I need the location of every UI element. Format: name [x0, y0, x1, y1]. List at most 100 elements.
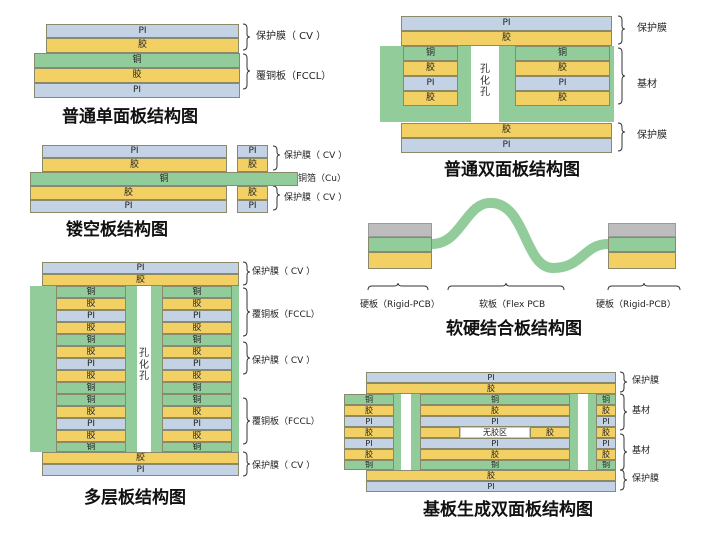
- copper-layer: 铜: [56, 382, 126, 394]
- coverlay-label: 保护膜: [632, 376, 660, 386]
- pi-layer: PI: [162, 358, 232, 370]
- copper-layer: 铜: [56, 286, 126, 298]
- coverlay-label: 保护膜（ CV ）: [284, 151, 348, 161]
- pi-layer: PI: [420, 416, 570, 427]
- pi-layer: PI: [401, 16, 612, 31]
- copper-layer: 铜: [344, 460, 394, 470]
- glue-layer: 胶: [56, 430, 126, 442]
- glue-layer: 胶: [42, 274, 239, 286]
- pi-layer: PI: [403, 76, 458, 91]
- glue-layer: 胶: [515, 91, 610, 106]
- glue-layer: 胶: [162, 406, 232, 418]
- glue-layer: 胶: [46, 38, 239, 53]
- copper-layer: 铜: [162, 394, 232, 406]
- pi-layer: PI: [596, 416, 616, 427]
- copper-layer: 铜: [56, 442, 126, 452]
- glue-layer: 胶: [596, 449, 616, 460]
- coverlay-label: 保护膜（ CV ）: [284, 193, 348, 203]
- copper-foil-layer: 铜: [30, 172, 298, 186]
- plated-hole-left: [401, 394, 411, 470]
- copper-layer: 铜: [162, 382, 232, 394]
- pi-layer: PI: [162, 418, 232, 430]
- glue-layer: 胶: [403, 61, 458, 76]
- rigid-top-layer: [608, 223, 676, 237]
- rigid-top-layer: [368, 223, 432, 237]
- pi-layer: PI: [344, 416, 394, 427]
- coverlay-label: 保护膜（ CV ）: [252, 461, 316, 471]
- copper-layer: 铜: [56, 334, 126, 346]
- glue-layer: 胶: [56, 298, 126, 310]
- copper-layer: [368, 237, 432, 252]
- glue-layer: 胶: [162, 370, 232, 382]
- plated-hole-right: [578, 394, 588, 470]
- glue-layer: [368, 252, 432, 269]
- glue-layer: 胶: [401, 31, 612, 46]
- pi-layer: PI: [401, 138, 612, 153]
- glue-layer: 胶: [42, 452, 239, 464]
- substrate-label: 基材: [637, 79, 657, 90]
- glue-layer: 胶: [56, 406, 126, 418]
- pi-layer: PI: [56, 418, 126, 430]
- pi-layer: PI: [56, 310, 126, 322]
- double-sided-title: 普通双面板结构图: [444, 160, 580, 180]
- glue-layer: 胶: [420, 405, 570, 416]
- glue-layer: [420, 427, 460, 438]
- glue-layer: 胶: [237, 158, 268, 172]
- glue-layer: 胶: [403, 91, 458, 106]
- plated-hole-label: 孔化孔: [139, 348, 149, 382]
- glue-layer: 胶: [237, 186, 268, 200]
- copper-layer: 铜: [420, 460, 570, 470]
- coverlay-label: 保护膜: [637, 130, 667, 141]
- single-sided-title: 普通单面板结构图: [62, 107, 198, 127]
- glue-layer: 胶: [56, 322, 126, 334]
- glue-layer: 胶: [530, 427, 570, 438]
- flex-pcb-wave: [431, 197, 609, 274]
- fccl-label: 覆铜板（FCCL）: [256, 71, 332, 82]
- glue-layer: 胶: [344, 449, 394, 460]
- no-glue-zone: 无胶区: [460, 427, 530, 438]
- coverlay-label: 保护膜: [632, 474, 660, 484]
- glue-layer: 胶: [420, 449, 570, 460]
- coverlay-label: 保护膜: [637, 23, 667, 34]
- glue-layer: 胶: [366, 470, 616, 481]
- glue-layer: 胶: [596, 405, 616, 416]
- rigid-pcb-left-label: 硬板（Rigid-PCB）: [360, 300, 440, 310]
- pi-layer: PI: [344, 438, 394, 449]
- glue-layer: 胶: [366, 383, 616, 394]
- pi-layer: PI: [237, 200, 268, 213]
- copper-layer: 铜: [403, 46, 458, 61]
- glue-layer: 胶: [401, 123, 612, 138]
- copper-layer: 铜: [34, 53, 240, 68]
- copper-layer: 铜: [162, 334, 232, 346]
- fccl-label: 覆铜板（FCCL）: [252, 417, 320, 427]
- copper-layer: 铜: [596, 394, 616, 405]
- pi-layer: PI: [596, 438, 616, 449]
- glue-layer: 胶: [162, 430, 232, 442]
- flex-pcb-label: 软板（Flex PCB: [479, 300, 546, 310]
- pi-layer: PI: [42, 145, 227, 158]
- rigid-pcb-right-label: 硬板（Rigid-PCB）: [596, 300, 676, 310]
- glue-layer: 胶: [162, 298, 232, 310]
- hollow-board-title: 镂空板结构图: [66, 220, 168, 240]
- pi-layer: PI: [42, 262, 239, 274]
- substrate-double-title: 基板生成双面板结构图: [423, 500, 593, 520]
- copper-layer: 铜: [56, 394, 126, 406]
- glue-layer: 胶: [56, 370, 126, 382]
- glue-layer: 胶: [34, 68, 240, 83]
- rigid-flex-title: 软硬结合板结构图: [446, 319, 582, 339]
- glue-layer: 胶: [56, 346, 126, 358]
- coverlay-label: 保护膜（ CV ）: [252, 356, 316, 366]
- coverlay-label: 保护膜（ CV ）: [256, 31, 327, 42]
- plated-hole-label: 孔化孔: [480, 64, 490, 98]
- pi-layer: PI: [30, 200, 227, 213]
- copper-layer: 铜: [515, 46, 610, 61]
- substrate-label: 基材: [632, 406, 651, 416]
- copper-layer: [608, 237, 676, 252]
- copper-layer: 铜: [162, 286, 232, 298]
- pi-layer: PI: [515, 76, 610, 91]
- pi-layer: PI: [34, 83, 240, 98]
- glue-layer: 胶: [344, 427, 394, 438]
- multilayer-title: 多层板结构图: [84, 488, 186, 508]
- glue-layer: 胶: [344, 405, 394, 416]
